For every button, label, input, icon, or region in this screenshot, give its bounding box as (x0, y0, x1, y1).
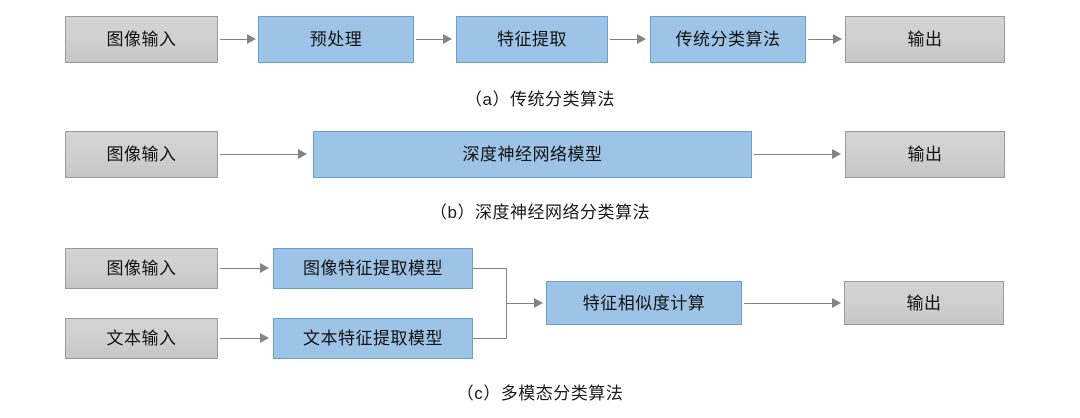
node-output-a: 输出 (845, 16, 1005, 63)
connector-c2 (220, 338, 262, 339)
node-text-feature-model-c: 文本特征提取模型 (273, 318, 473, 359)
node-text-input-c: 文本输入 (65, 318, 218, 359)
caption-c: （c）多模态分类算法 (456, 384, 624, 403)
merge-bottom-line-c (473, 338, 507, 339)
node-image-feature-model-c: 图像特征提取模型 (273, 248, 473, 289)
merge-out-line-c (506, 303, 536, 304)
node-image-input-c: 图像输入 (65, 248, 218, 289)
node-traditional-classifier-a: 传统分类算法 (650, 16, 806, 63)
connector-b2 (754, 154, 834, 155)
arrowhead-a1 (247, 34, 256, 44)
node-image-input-b: 图像输入 (65, 131, 218, 178)
connector-a2 (416, 39, 446, 40)
node-deep-network-model-b: 深度神经网络模型 (313, 131, 752, 178)
caption-b: （b）深度神经网络分类算法 (430, 203, 650, 222)
node-feature-extraction-a: 特征提取 (456, 16, 608, 63)
merge-top-line-c (473, 268, 507, 269)
connector-a4 (808, 39, 836, 40)
node-similarity-compute-c: 特征相似度计算 (546, 281, 742, 325)
caption-a: （a）传统分类算法 (465, 90, 615, 109)
connector-c4 (744, 303, 834, 304)
arrowhead-a3 (637, 34, 646, 44)
node-preprocess-a: 预处理 (258, 16, 414, 63)
connector-a1 (220, 39, 250, 40)
arrowhead-c2 (260, 333, 269, 343)
arrowhead-a2 (443, 34, 452, 44)
node-output-b: 输出 (845, 131, 1005, 178)
node-output-c: 输出 (844, 281, 1004, 325)
connector-a3 (610, 39, 640, 40)
node-image-input-a: 图像输入 (65, 16, 218, 63)
arrowhead-a4 (833, 34, 842, 44)
arrowhead-b1 (298, 149, 307, 159)
arrowhead-b2 (832, 149, 841, 159)
arrowhead-c1 (260, 263, 269, 273)
connector-c1 (220, 268, 262, 269)
arrowhead-c4 (832, 298, 841, 308)
arrowhead-c3 (534, 298, 543, 308)
connector-b1 (220, 154, 300, 155)
